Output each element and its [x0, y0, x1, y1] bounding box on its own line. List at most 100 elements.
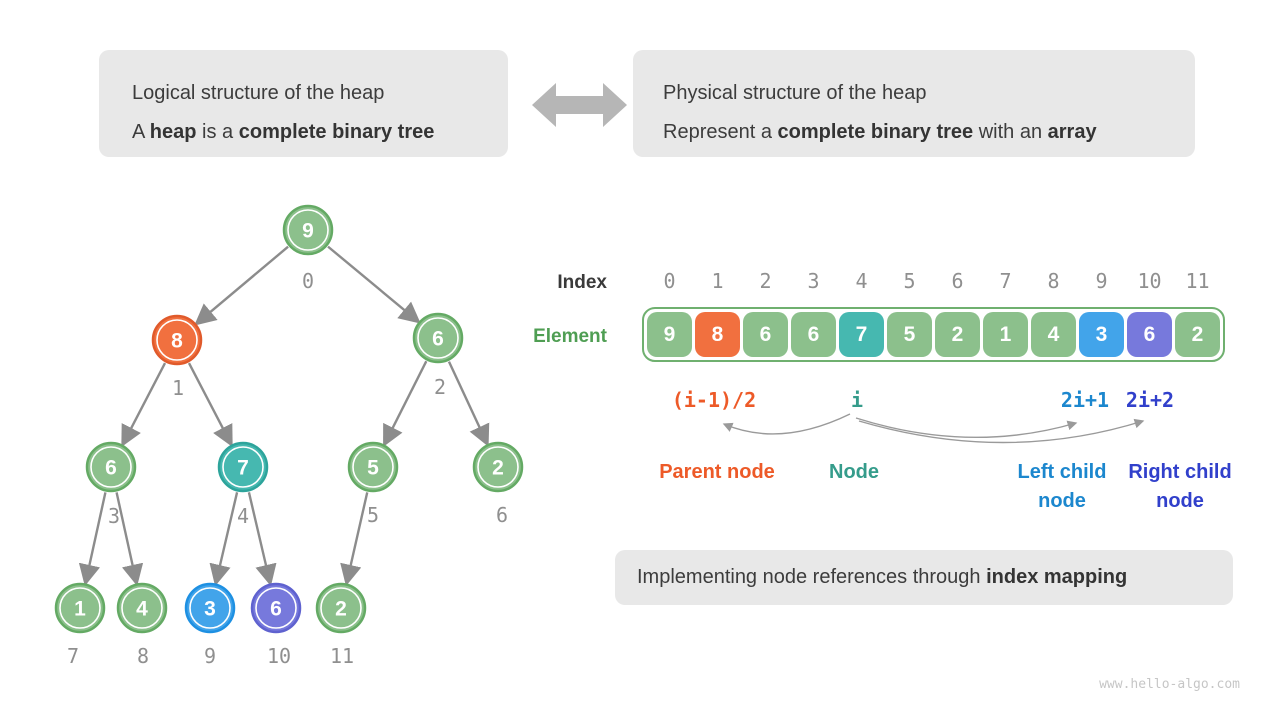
emphasized-text: index mapping — [986, 566, 1128, 588]
formula-2i+1: 2i+1 — [1060, 388, 1110, 412]
double-headed-arrow-icon — [532, 83, 627, 127]
array-cell-8: 4 — [1031, 312, 1076, 357]
node-circle — [54, 582, 106, 634]
node-circle — [282, 204, 334, 256]
array-index-3: 3 — [807, 269, 820, 293]
emphasized-text: array — [1047, 121, 1097, 143]
array-index-8: 8 — [1047, 269, 1060, 293]
tree-edge-1-3 — [121, 362, 167, 448]
array-index-10: 10 — [1137, 269, 1162, 293]
tree-edge-3-7 — [78, 492, 107, 587]
array-index-5: 5 — [903, 269, 916, 293]
plain-text: with an — [973, 121, 1048, 143]
formula-(i-1)/2: (i-1)/2 — [671, 388, 757, 412]
node-inner-ring — [320, 587, 362, 629]
logical-box-line2: A heap is a complete binary tree — [132, 113, 508, 152]
node-inner-ring — [222, 446, 264, 488]
tree-edge-0-1 — [194, 245, 289, 326]
arrow-node-to-left-child — [855, 417, 1078, 439]
node-value: 2 — [335, 598, 347, 621]
array-cell-6: 2 — [935, 312, 980, 357]
node-index-label: 5 — [367, 503, 379, 527]
tree-node-index-7: 17 — [54, 582, 106, 668]
node-value: 9 — [302, 220, 314, 243]
node-index-label: 11 — [330, 644, 354, 668]
tree-node-index-5: 55 — [347, 441, 399, 527]
array-cell-11: 2 — [1175, 312, 1220, 357]
node-index-label: 3 — [108, 504, 120, 528]
array-index-6: 6 — [951, 269, 964, 293]
node-value: 8 — [171, 330, 183, 353]
tree-edge-2-6 — [447, 361, 490, 447]
array-cell-7: 1 — [983, 312, 1028, 357]
tree-edge-2-5 — [383, 360, 428, 447]
array-cell-5: 5 — [887, 312, 932, 357]
label-node: Node — [829, 461, 879, 483]
physical-box-line2: Represent a complete binary tree with an… — [663, 113, 1195, 152]
node-value: 2 — [492, 457, 504, 480]
node-circle — [184, 582, 236, 634]
index-mapping-caption: Implementing node references through ind… — [615, 566, 1127, 588]
tree-node-index-0: 90 — [282, 204, 334, 293]
tree-node-index-2: 62 — [412, 312, 464, 399]
node-inner-ring — [477, 446, 519, 488]
node-index-label: 10 — [267, 644, 291, 668]
tree-edge-4-10 — [247, 492, 277, 587]
tree-node-index-9: 39 — [184, 582, 236, 668]
formula-i: i — [850, 388, 864, 412]
node-circle — [116, 582, 168, 634]
label-parent-node: Parent node — [659, 461, 775, 483]
tree-node-index-8: 48 — [116, 582, 168, 668]
node-circle — [151, 314, 203, 366]
node-inner-ring — [121, 587, 163, 629]
node-value: 1 — [74, 598, 86, 621]
node-circle — [472, 441, 524, 493]
array-index-2: 2 — [759, 269, 772, 293]
watermark: www.hello-algo.com — [1099, 677, 1240, 692]
emphasized-text: complete binary tree — [777, 121, 974, 143]
arrow-node-to-right-child — [858, 418, 1145, 444]
node-circle — [315, 582, 367, 634]
node-index-label: 2 — [434, 375, 446, 399]
node-inner-ring — [255, 587, 297, 629]
index-mapping-arrows — [722, 413, 1145, 444]
node-circle — [347, 441, 399, 493]
array-cell-0: 9 — [647, 312, 692, 357]
plain-text: Represent a — [663, 121, 778, 143]
node-value: 4 — [136, 598, 148, 621]
array-cell-4: 7 — [839, 312, 884, 357]
node-value: 5 — [367, 457, 379, 480]
tree-node-index-11: 2 11 — [315, 582, 367, 668]
tree-edge-4-9 — [209, 492, 239, 587]
node-index-label: 6 — [496, 503, 508, 527]
node-circle — [250, 582, 302, 634]
tree-node-index-6: 26 — [472, 441, 524, 527]
node-index-label: 8 — [137, 644, 149, 668]
physical-structure-box: Physical structure of the heap Represent… — [633, 50, 1195, 157]
array-index-0: 0 — [663, 269, 676, 293]
node-index-label: 9 — [204, 644, 216, 668]
array-index-9: 9 — [1095, 269, 1108, 293]
emphasized-text: heap — [149, 121, 197, 143]
logical-box-line1: Logical structure of the heap — [132, 74, 508, 113]
node-index-label: 1 — [172, 376, 184, 400]
array-cell-10: 6 — [1127, 312, 1172, 357]
node-inner-ring — [189, 587, 231, 629]
plain-text: Physical structure of the heap — [663, 82, 927, 104]
array-cell-3: 6 — [791, 312, 836, 357]
node-value: 6 — [270, 598, 282, 621]
tree-node-index-10: 6 10 — [250, 582, 302, 668]
formula-2i+2: 2i+2 — [1125, 388, 1175, 412]
node-circle — [217, 441, 269, 493]
tree-edge-1-4 — [187, 362, 233, 448]
tree-edge-3-8 — [115, 492, 144, 587]
node-value: 6 — [105, 457, 117, 480]
plain-text: Logical structure of the heap — [132, 82, 385, 104]
node-index-label: 7 — [67, 644, 79, 668]
array-cell-2: 6 — [743, 312, 788, 357]
array-index-7: 7 — [999, 269, 1012, 293]
